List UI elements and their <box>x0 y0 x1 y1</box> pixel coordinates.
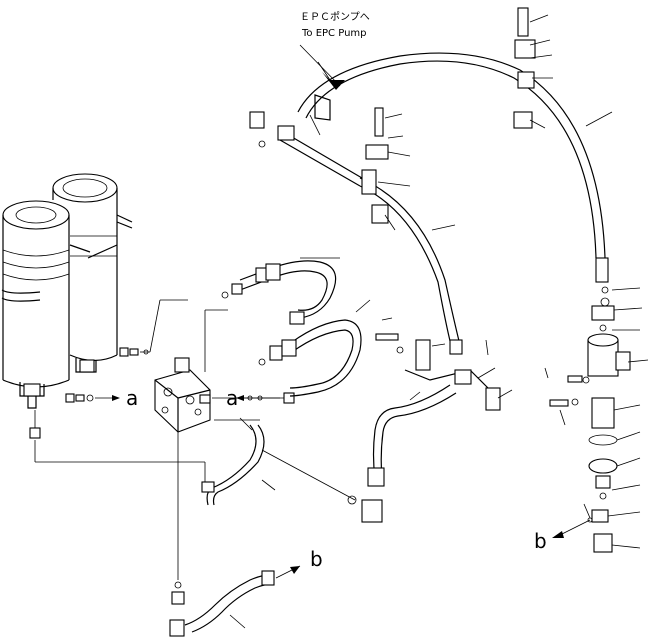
valve-right <box>587 297 631 553</box>
hose-upper-center <box>221 257 340 325</box>
label-b-bottom: b <box>310 547 323 571</box>
destination-label-jp: ＥＰＣポンプへ <box>300 11 370 23</box>
valve-block <box>154 357 211 433</box>
clamp-upper-right <box>513 7 553 129</box>
filter-right <box>52 173 133 373</box>
clamp-middle <box>361 107 411 231</box>
label-b-right: b <box>534 529 547 553</box>
hose-lower-middle <box>361 384 457 523</box>
hose-long-upper <box>297 52 609 294</box>
destination-arrow <box>322 72 345 90</box>
label-a-left: a <box>126 386 138 410</box>
bracket-lower-middle <box>375 317 513 411</box>
hose-lower-center <box>201 424 356 506</box>
destination-label-en: To EPC Pump <box>301 28 367 39</box>
hose-bottom <box>169 570 275 637</box>
filter-left <box>2 200 70 409</box>
label-a-center: a <box>226 386 238 410</box>
hose-middle-diagonal <box>249 111 463 355</box>
hose-middle-center <box>258 299 371 397</box>
